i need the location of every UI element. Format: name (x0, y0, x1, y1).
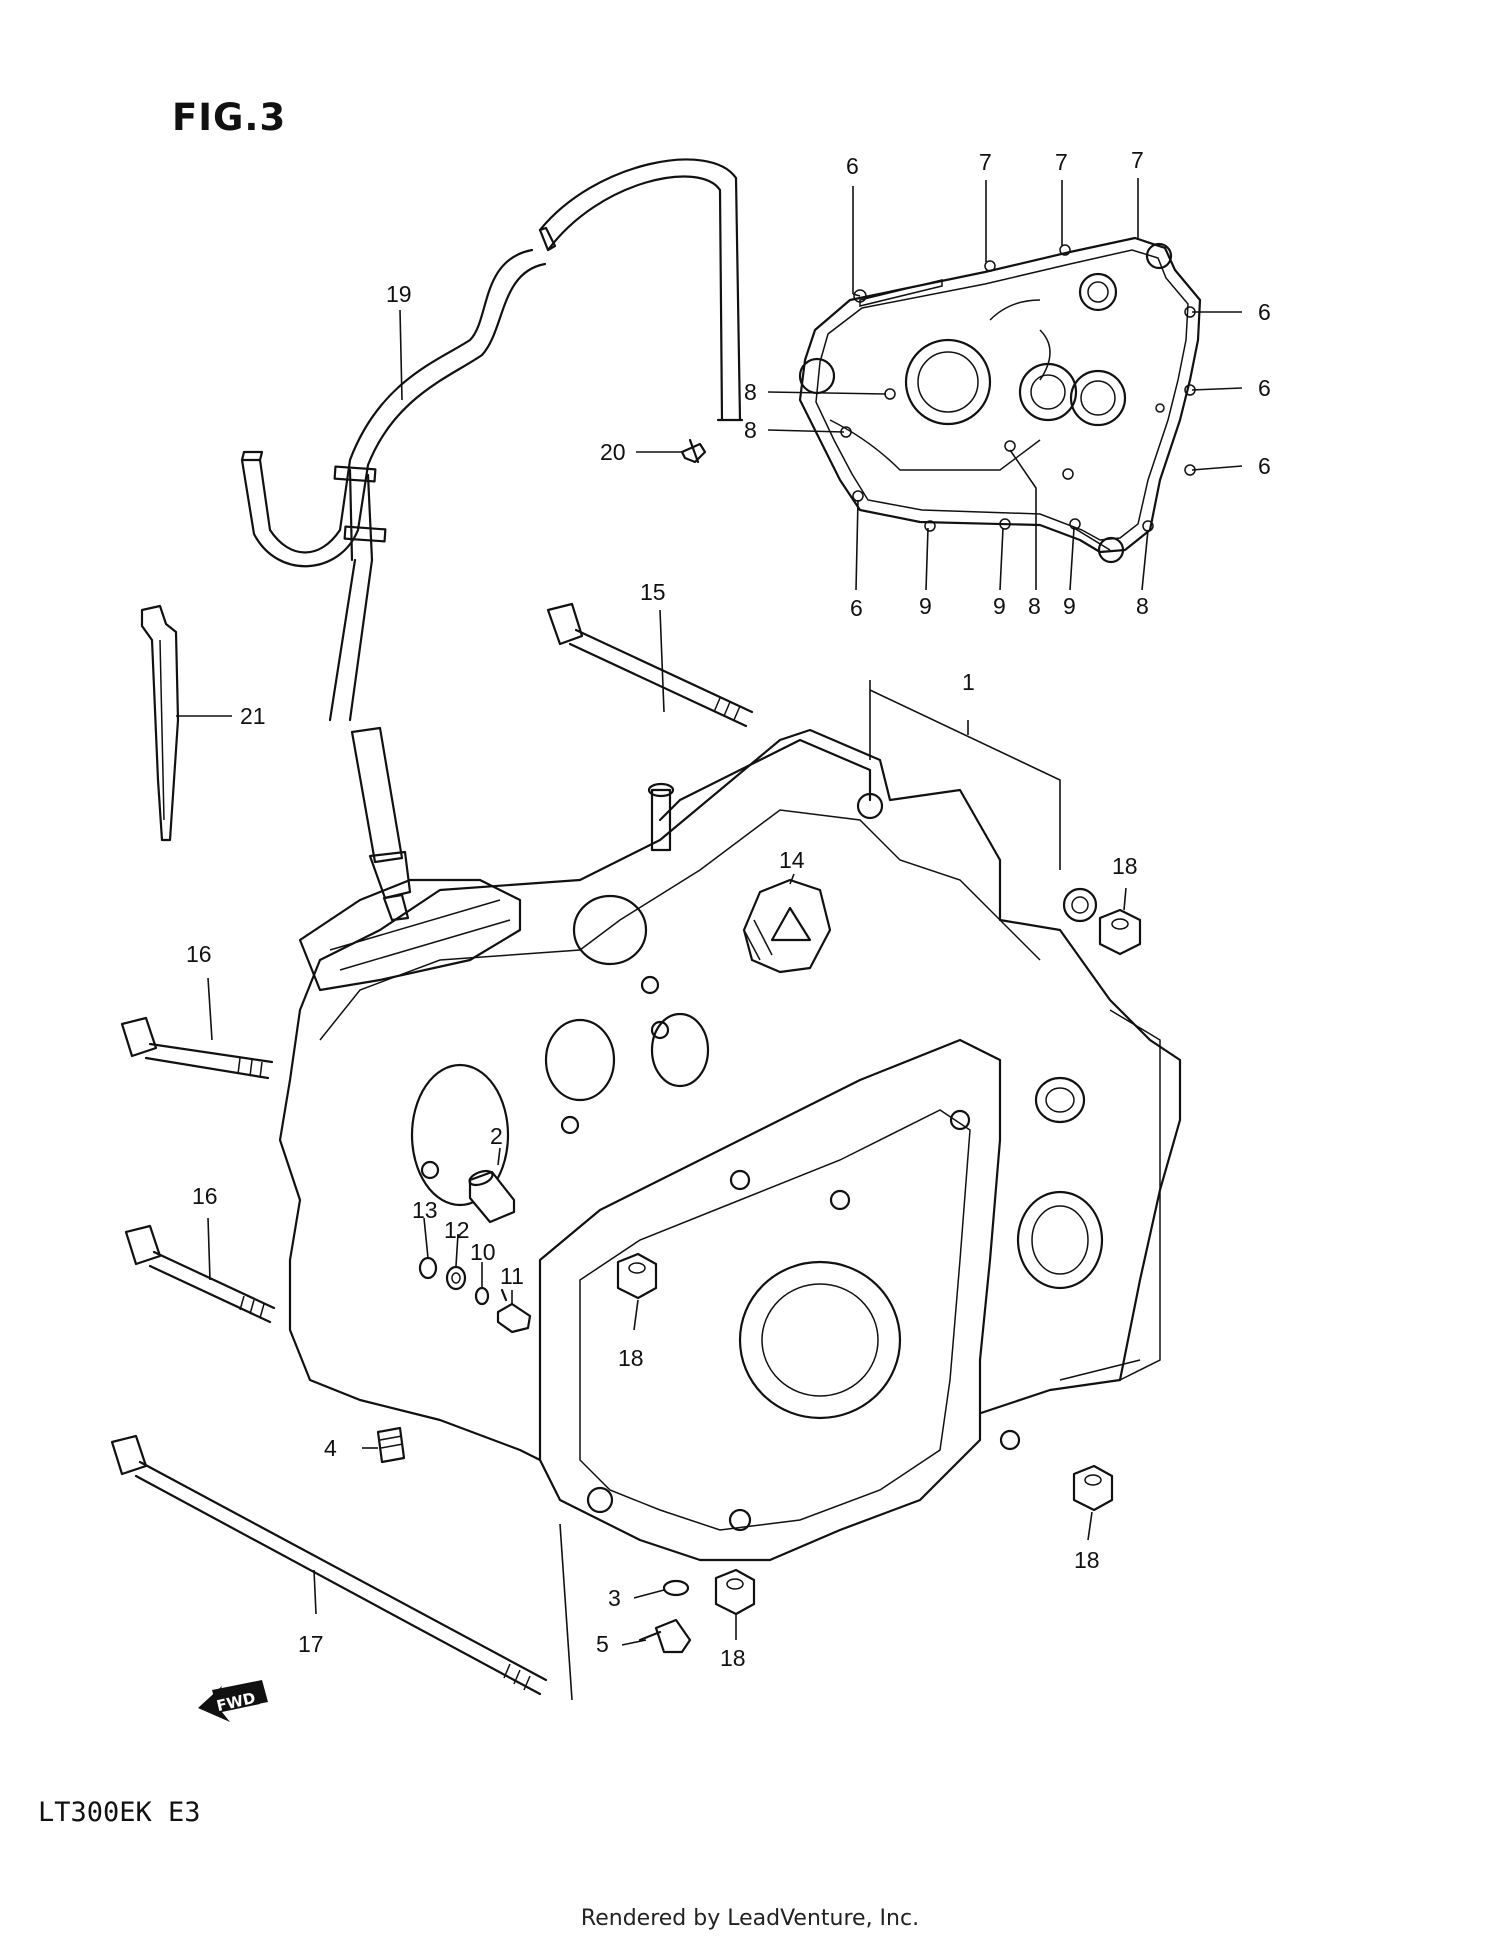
cover-14[interactable] (742, 878, 832, 974)
plug-4[interactable] (376, 1426, 406, 1464)
breather-union (647, 782, 675, 852)
bolt-15[interactable] (546, 602, 754, 728)
breather-hose[interactable] (240, 158, 744, 922)
callout-18c[interactable]: 18 (1074, 1547, 1100, 1573)
callout-6d[interactable]: 6 (1258, 453, 1271, 479)
callout-14[interactable]: 14 (779, 847, 805, 873)
bolt-16-lower[interactable] (124, 1224, 276, 1324)
callout-labels: 1 2 3 4 5 6 6 6 6 6 7 7 7 8 8 8 8 9 9 9 … (186, 147, 1271, 1671)
callout-18a[interactable]: 18 (1112, 853, 1138, 879)
callout-5[interactable]: 5 (596, 1631, 609, 1657)
callout-7b[interactable]: 7 (1055, 149, 1068, 175)
drain-plug[interactable] (638, 1579, 692, 1654)
callout-19[interactable]: 19 (386, 281, 412, 307)
callout-8d[interactable]: 8 (1136, 593, 1149, 619)
callout-10[interactable]: 10 (470, 1239, 496, 1265)
callout-9a[interactable]: 9 (919, 593, 932, 619)
callout-2[interactable]: 2 (490, 1123, 503, 1149)
nut-18b[interactable] (616, 1252, 658, 1300)
callout-6b[interactable]: 6 (1258, 299, 1271, 325)
callout-16b[interactable]: 16 (192, 1183, 218, 1209)
callout-15[interactable]: 15 (640, 579, 666, 605)
dowel-pin[interactable] (468, 1168, 516, 1224)
callout-8c[interactable]: 8 (1028, 593, 1041, 619)
bolt-16-upper[interactable] (120, 1016, 274, 1080)
nut-18c[interactable] (1072, 1464, 1114, 1512)
callout-4[interactable]: 4 (324, 1435, 337, 1461)
callout-7a[interactable]: 7 (979, 149, 992, 175)
hose-clip[interactable] (140, 604, 180, 842)
callout-8a[interactable]: 8 (744, 379, 757, 405)
model-code: LT300EK E3 (38, 1797, 201, 1828)
callout-12[interactable]: 12 (444, 1217, 470, 1243)
callout-16a[interactable]: 16 (186, 941, 212, 967)
callout-6a[interactable]: 6 (846, 153, 859, 179)
callout-18d[interactable]: 18 (720, 1645, 746, 1671)
callout-8b[interactable]: 8 (744, 417, 757, 443)
callout-11[interactable]: 11 (500, 1263, 524, 1289)
callout-6c[interactable]: 6 (1258, 375, 1271, 401)
bolt-17[interactable] (110, 1434, 548, 1696)
callout-9c[interactable]: 9 (1063, 593, 1076, 619)
callout-20[interactable]: 20 (600, 439, 626, 465)
crankcase-assembly[interactable] (278, 728, 1182, 1562)
callout-1[interactable]: 1 (962, 669, 975, 695)
callout-6e[interactable]: 6 (850, 595, 863, 621)
crankcase-gasket[interactable] (798, 236, 1202, 564)
callout-3[interactable]: 3 (608, 1585, 621, 1611)
callout-21[interactable]: 21 (240, 703, 266, 729)
callout-18b[interactable]: 18 (618, 1345, 644, 1371)
nut-18d[interactable] (714, 1568, 756, 1616)
callout-7c[interactable]: 7 (1131, 147, 1144, 173)
forward-arrow-icon: FWD (198, 1680, 268, 1722)
callout-17[interactable]: 17 (298, 1631, 324, 1657)
callout-13[interactable]: 13 (412, 1197, 438, 1223)
figure-title: FIG.3 (172, 96, 287, 139)
callout-9b[interactable]: 9 (993, 593, 1006, 619)
footer-credit: Rendered by LeadVenture, Inc. (580, 1906, 920, 1931)
nut-18a[interactable] (1098, 908, 1142, 956)
small-fasteners[interactable] (418, 1256, 532, 1334)
hose-clamp[interactable] (680, 438, 707, 464)
leader-lines (176, 178, 1243, 1701)
